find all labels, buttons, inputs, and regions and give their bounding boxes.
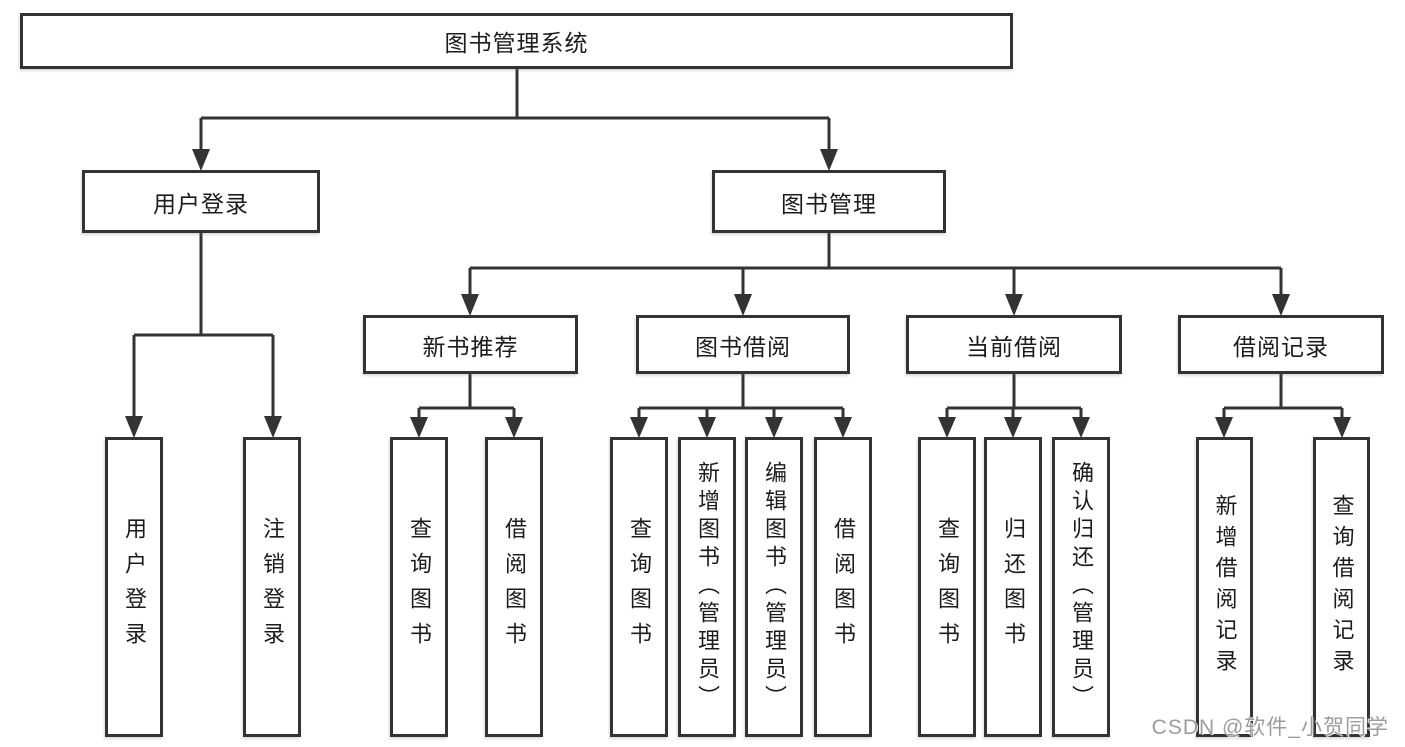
csdn-watermark: CSDN @软件_小贺同学 — [1151, 716, 1389, 739]
node-user-login: 用户登录 — [82, 170, 320, 233]
node-book-management: 图书管理 — [712, 170, 946, 233]
leaf-query-books-borrowing: 查询图书 — [610, 437, 668, 737]
node-borrowing-records: 借阅记录 — [1178, 315, 1384, 374]
node-library-management-system: 图书管理系统 — [20, 13, 1013, 69]
leaf-borrow-books: 借阅图书 — [814, 437, 872, 737]
leaf-query-books-current: 查询图书 — [918, 437, 976, 737]
connector-lines — [132, 69, 1344, 418]
node-book-borrowing: 图书借阅 — [636, 315, 850, 374]
node-new-book-recommend: 新书推荐 — [363, 315, 578, 374]
node-current-borrowing: 当前借阅 — [906, 315, 1122, 374]
leaf-edit-books-admin: 编辑图书（管理员） — [745, 437, 803, 737]
leaf-add-borrow-record: 新增借阅记录 — [1196, 437, 1253, 737]
leaf-add-books-admin: 新增图书（管理员） — [678, 437, 736, 737]
leaf-query-borrow-record: 查询借阅记录 — [1313, 437, 1370, 737]
leaf-borrow-books-recommend: 借阅图书 — [485, 437, 543, 737]
arrowheads — [125, 149, 1351, 438]
leaf-query-books-recommend: 查询图书 — [390, 437, 448, 737]
leaf-user-login: 用户登录 — [105, 437, 163, 737]
leaf-return-books: 归还图书 — [984, 437, 1042, 737]
leaf-confirm-return-admin: 确认归还（管理员） — [1052, 437, 1110, 737]
leaf-logout: 注销登录 — [243, 437, 301, 737]
